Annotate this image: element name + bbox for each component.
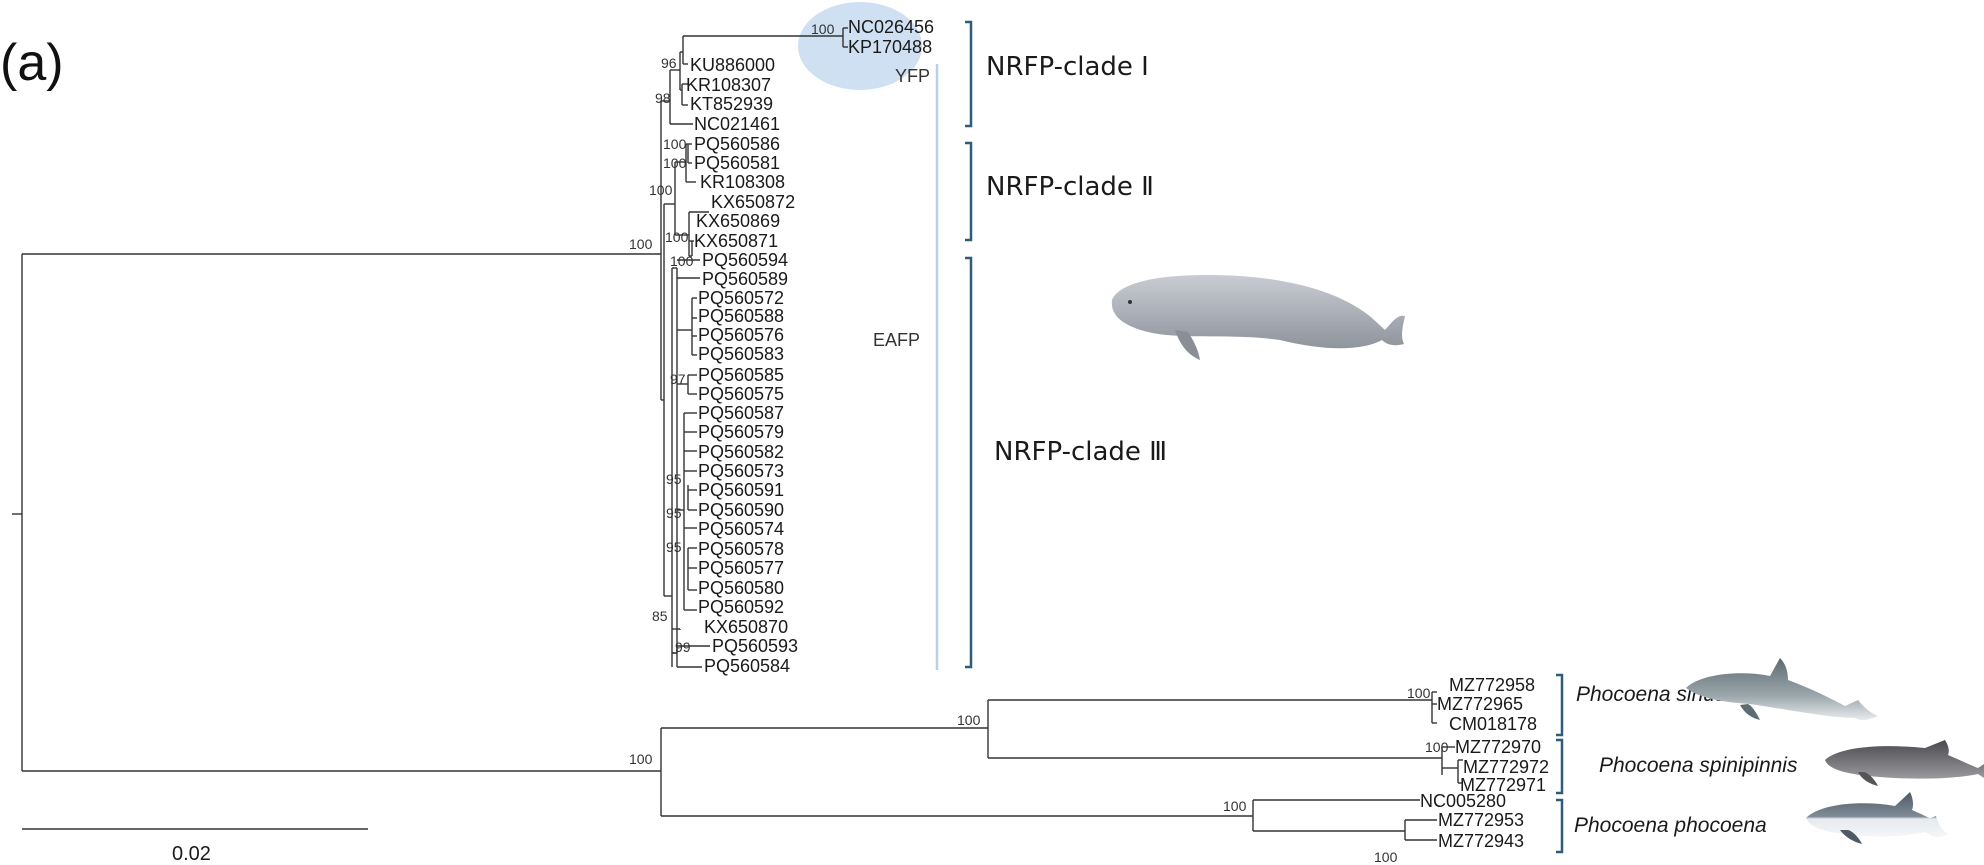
clade-label-3: NRFP-clade Ⅲ <box>994 437 1167 467</box>
taxon-label: PQ560577 <box>698 558 784 578</box>
yfp-highlight <box>798 2 922 90</box>
taxon-label: PQ560583 <box>698 344 784 364</box>
clade-label-1: NRFP-clade Ⅰ <box>986 52 1149 82</box>
support-value: 95 <box>666 471 682 487</box>
taxon-label: MZ772971 <box>1460 775 1546 795</box>
taxon-label: KR108307 <box>686 75 771 95</box>
support-value: 100 <box>957 712 981 728</box>
taxon-label: MZ772953 <box>1438 810 1524 830</box>
taxon-label: PQ560581 <box>694 153 780 173</box>
support-values: 100 96 98 100 100 100 100 100 100 97 95 … <box>629 21 1449 865</box>
taxon-label: MZ772965 <box>1437 694 1523 714</box>
taxon-label: NC026456 <box>848 17 934 37</box>
panel-label: (a) <box>0 34 64 92</box>
taxon-label: PQ560573 <box>698 461 784 481</box>
taxon-label: PQ560578 <box>698 539 784 559</box>
tree-branches <box>12 27 1463 841</box>
support-value: 100 <box>1374 849 1398 865</box>
support-value: 95 <box>666 539 682 555</box>
taxon-label: MZ772958 <box>1449 675 1535 695</box>
taxon-label: MZ772972 <box>1463 757 1549 777</box>
taxon-label: PQ560582 <box>698 442 784 462</box>
taxon-label: PQ560589 <box>702 269 788 289</box>
burmeister-porpoise-icon <box>1825 740 1984 786</box>
taxon-label: PQ560587 <box>698 403 784 423</box>
taxon-label: KT852939 <box>690 94 773 114</box>
taxon-label: CM018178 <box>1449 714 1537 734</box>
taxon-label: PQ560593 <box>712 636 798 656</box>
taxon-label: KU886000 <box>690 55 775 75</box>
clade-label-2: NRFP-clade Ⅱ <box>986 172 1154 202</box>
support-value: 99 <box>675 639 691 655</box>
vaquita-icon <box>1686 658 1878 721</box>
support-value: 95 <box>666 505 682 521</box>
harbour-porpoise-icon <box>1806 792 1948 844</box>
support-value: 100 <box>629 751 653 767</box>
taxon-label: PQ560591 <box>698 480 784 500</box>
support-value: 100 <box>1407 685 1431 701</box>
taxon-label: PQ560579 <box>698 422 784 442</box>
taxon-label: PQ560585 <box>698 365 784 385</box>
taxon-label: KR108308 <box>700 172 785 192</box>
support-value: 96 <box>661 55 677 71</box>
support-value: 100 <box>670 253 694 269</box>
taxon-label: MZ772970 <box>1455 737 1541 757</box>
support-value: 100 <box>665 229 689 245</box>
support-value: 100 <box>1425 739 1449 755</box>
clade-brackets <box>965 20 1564 854</box>
support-value: 85 <box>652 608 668 624</box>
taxon-label: PQ560588 <box>698 306 784 326</box>
taxon-label: PQ560580 <box>698 578 784 598</box>
support-value: 100 <box>649 182 673 198</box>
support-value: 100 <box>1223 798 1247 814</box>
taxon-label: PQ560575 <box>698 384 784 404</box>
taxon-label: KP170488 <box>848 37 932 57</box>
taxon-label: PQ560572 <box>698 288 784 308</box>
taxon-label: KX650872 <box>711 192 795 212</box>
support-value: 100 <box>663 155 687 171</box>
taxon-label: KX650870 <box>704 617 788 637</box>
yfp-label: YFP <box>895 66 930 86</box>
taxon-labels: NC026456 KP170488 KU886000 KR108307 KT85… <box>686 17 1549 851</box>
finless-porpoise-icon <box>1111 275 1405 360</box>
taxon-label: PQ560574 <box>698 519 784 539</box>
support-value: 100 <box>663 136 687 152</box>
species-label-phocoena: Phocoena phocoena <box>1574 814 1767 837</box>
taxon-label: KX650869 <box>696 211 780 231</box>
taxon-label: PQ560592 <box>698 597 784 617</box>
support-value: 100 <box>811 21 835 37</box>
taxon-label: KX650871 <box>694 231 778 251</box>
taxon-label: MZ772943 <box>1438 831 1524 851</box>
support-value: 97 <box>670 371 686 387</box>
taxon-label: PQ560584 <box>704 656 790 676</box>
support-value: 98 <box>655 90 671 106</box>
taxon-label: PQ560586 <box>694 134 780 154</box>
taxon-label: NC021461 <box>694 114 780 134</box>
taxon-label: PQ560594 <box>702 250 788 270</box>
taxon-label: PQ560576 <box>698 325 784 345</box>
species-label-spinipinnis: Phocoena spinipinnis <box>1599 754 1798 777</box>
scale-bar: 0.02 <box>22 828 368 865</box>
taxon-label: PQ560590 <box>698 500 784 520</box>
taxon-label: NC005280 <box>1420 791 1506 811</box>
support-value: 100 <box>629 236 653 252</box>
eafp-label: EAFP <box>873 330 920 350</box>
scale-bar-label: 0.02 <box>172 843 211 865</box>
